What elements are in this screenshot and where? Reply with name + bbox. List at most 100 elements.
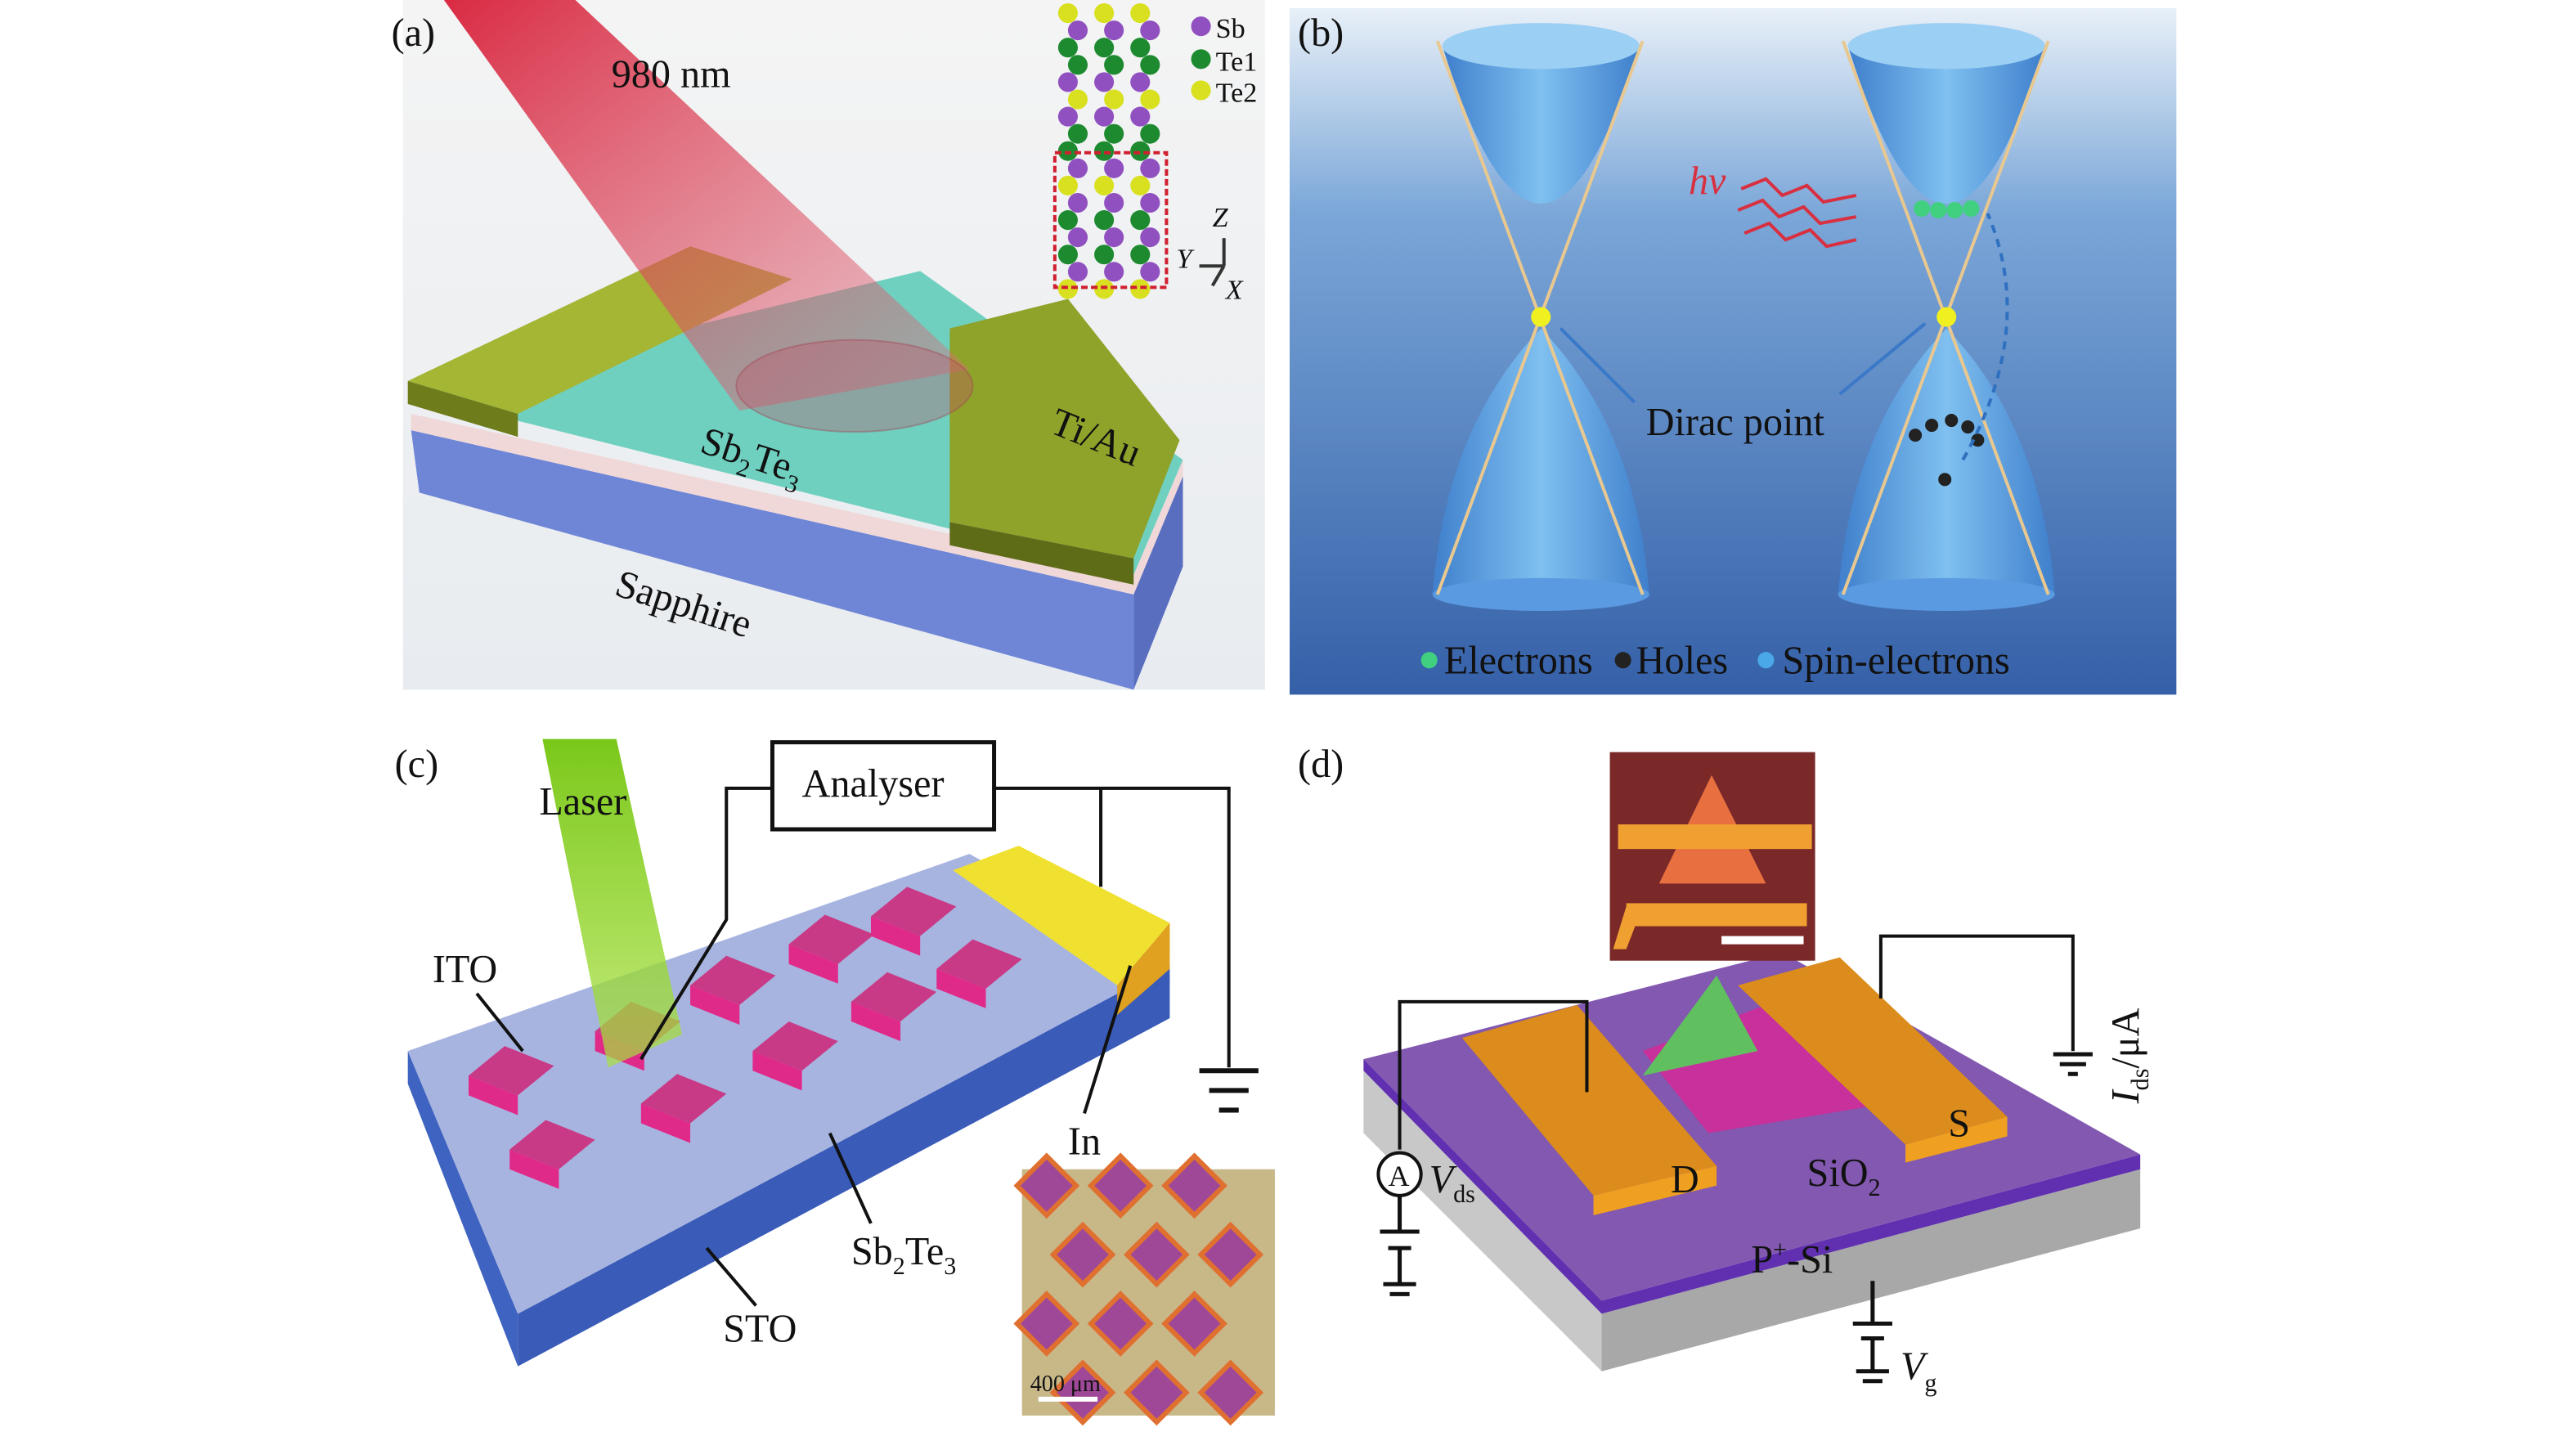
- micro-pad: [1087, 1152, 1154, 1219]
- photon-label: hν: [1689, 159, 1726, 203]
- dirac-cone-left: [1432, 23, 1649, 611]
- ito-pad-side: [468, 1075, 518, 1116]
- excited-electrons: [1914, 200, 1980, 219]
- dirac-arrow-left: [1559, 327, 1636, 404]
- panel-d: A (d) S D SiO2 P+-Si Vds Vg Ids/μA: [1298, 743, 2154, 1397]
- atom: [1140, 158, 1160, 178]
- atom: [1067, 89, 1088, 110]
- drain-wire: [1398, 999, 1589, 1150]
- film-pointer: [828, 1132, 873, 1224]
- micro-pad: [1049, 1221, 1116, 1288]
- panel-d-label: (d): [1298, 743, 1344, 786]
- dirac-arrow-right: [1838, 322, 1927, 396]
- atom: [1067, 123, 1088, 144]
- ground-icon-source: [2053, 1052, 2093, 1076]
- atom: [1094, 3, 1115, 24]
- atom: [1067, 20, 1088, 41]
- dirac-point-label: Dirac point: [1646, 401, 1825, 444]
- atom: [1094, 245, 1115, 265]
- axis-z: Z: [1213, 203, 1229, 233]
- panel-b-label: (b): [1298, 11, 1344, 55]
- unit-cell-box: [1052, 150, 1169, 290]
- photon-waves: [1737, 177, 1857, 249]
- in-pointer: [1083, 965, 1133, 1115]
- atom: [1130, 106, 1151, 127]
- sio2-edge: [1363, 1059, 2141, 1314]
- sio2-label: SiO2: [1807, 1151, 1881, 1201]
- ito-label: ITO: [433, 948, 497, 991]
- atom: [1057, 3, 1078, 24]
- micro-pad: [1013, 1152, 1080, 1219]
- atom: [1140, 262, 1160, 282]
- ito-pad: [870, 887, 957, 936]
- atom: [1140, 227, 1160, 248]
- atom: [1057, 72, 1078, 92]
- micro-pad: [1161, 1291, 1227, 1357]
- atom: [1140, 20, 1160, 41]
- vds-label: Vds: [1429, 1158, 1475, 1208]
- ammeter-label: A: [1388, 1160, 1409, 1192]
- atom: [1140, 192, 1160, 213]
- ito-pad: [468, 1046, 554, 1096]
- in-label: In: [1068, 1120, 1101, 1164]
- ito-pad-side: [788, 944, 838, 984]
- tiau-electrode: [949, 299, 1180, 559]
- atom: [1104, 227, 1124, 248]
- atom: [1094, 72, 1115, 92]
- atom: [1130, 141, 1151, 161]
- legend-electrons: Electrons: [1444, 639, 1593, 682]
- p-si-front: [1363, 1071, 1602, 1371]
- atom: [1104, 158, 1124, 178]
- laser-spot: [735, 339, 974, 433]
- axis-y: Y: [1176, 244, 1195, 274]
- micro-pad: [1087, 1291, 1154, 1357]
- ito-pad-side: [870, 916, 921, 956]
- atom: [1067, 262, 1088, 282]
- ito-pad-side: [936, 968, 986, 1008]
- scale-bar-label: 400 μm: [1030, 1371, 1101, 1397]
- te2-legend-dot: [1191, 80, 1211, 101]
- atom: [1057, 245, 1078, 265]
- sb2te3-film-label: Sb2Te3: [851, 1230, 957, 1280]
- laser-label: Laser: [539, 780, 626, 824]
- dirac-cone-right: [1838, 23, 2055, 611]
- indium-contact: [953, 846, 1170, 985]
- atom: [1104, 262, 1124, 282]
- device-micrograph-inset: [1609, 752, 1815, 961]
- atom: [1094, 38, 1115, 58]
- ito-pad-side: [850, 1001, 901, 1042]
- legend-holes: Holes: [1636, 639, 1728, 682]
- panel-a: (a) 980 nm Sb2Te3 Ti/Au Sapphire Sb Te1 …: [392, 0, 1265, 690]
- ito-pad: [788, 914, 874, 964]
- ito-pad-side: [640, 1103, 691, 1143]
- te1-legend-dot: [1191, 49, 1211, 70]
- micro-pad: [1197, 1359, 1264, 1426]
- ground-icon: [1199, 1068, 1259, 1113]
- ids-label: Ids/μA: [2104, 1008, 2154, 1104]
- atom: [1057, 106, 1078, 127]
- legend-spin-electrons: Spin-electrons: [1782, 639, 2009, 682]
- hole-legend-dot: [1614, 652, 1631, 669]
- panel-c-label: (c): [395, 743, 438, 786]
- excitation-arrow: [1961, 213, 2009, 461]
- ito-pad: [509, 1120, 595, 1169]
- ito-pad: [936, 939, 1022, 989]
- atom: [1057, 175, 1078, 195]
- micro-pad: [1161, 1152, 1227, 1219]
- ito-pad-side: [752, 1051, 802, 1091]
- atom: [1130, 72, 1151, 92]
- wavelength-label: 980 nm: [612, 52, 731, 96]
- atom: [1130, 175, 1151, 195]
- tiau-electrode-side: [949, 522, 1134, 585]
- atom: [1067, 192, 1088, 213]
- atom: [1067, 227, 1088, 248]
- source-electrode: [1738, 957, 2008, 1145]
- p-si-side: [1601, 1169, 2141, 1371]
- atom: [1130, 245, 1151, 265]
- axis-x: X: [1224, 275, 1244, 305]
- ito-pointer: [475, 992, 524, 1053]
- sto-label: STO: [723, 1308, 797, 1351]
- crystal-structure: [1057, 3, 1160, 299]
- ito-pads: [468, 887, 1022, 1189]
